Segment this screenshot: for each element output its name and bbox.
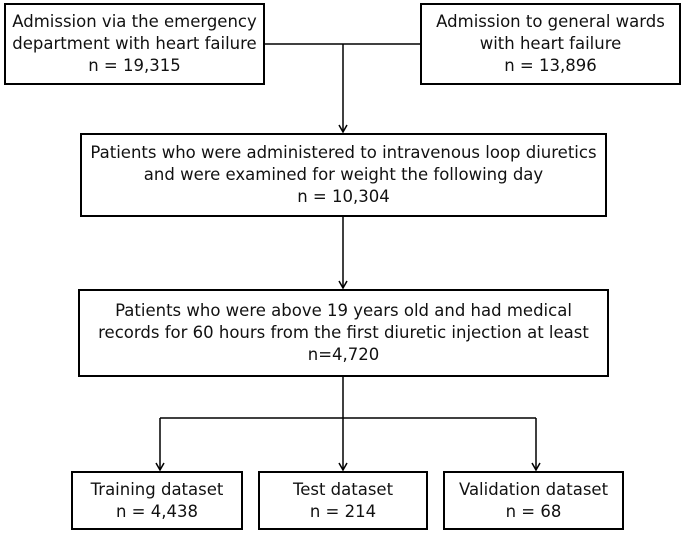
loop-diuretics-box: Patients who were administered to intrav…: [80, 133, 607, 217]
emergency-admission-count: n = 19,315: [88, 56, 181, 75]
test-dataset-label: Test dataset: [292, 479, 394, 499]
general-wards-line1: Admission to general wards: [436, 12, 665, 31]
loop-diuretics-line1: Patients who were administered to intrav…: [90, 143, 597, 162]
general-wards-line2: with heart failure: [479, 34, 622, 53]
emergency-admission-line1: Admission via the emergency: [12, 12, 257, 31]
loop-diuretics-line2: and were examined for weight the followi…: [143, 165, 544, 184]
general-wards-box: Admission to general wards with heart fa…: [420, 3, 681, 85]
test-dataset-count: n = 214: [309, 501, 377, 521]
test-dataset-box: Test dataset n = 214: [258, 471, 428, 530]
age-records-line1: Patients who were above 19 years old and…: [115, 301, 572, 320]
training-dataset-label: Training dataset: [90, 479, 224, 499]
emergency-admission-box: Admission via the emergency department w…: [4, 3, 265, 85]
age-records-count: n=4,720: [307, 345, 380, 364]
age-records-box: Patients who were above 19 years old and…: [78, 289, 609, 377]
general-wards-count: n = 13,896: [504, 56, 597, 75]
emergency-admission-line2: department with heart failure: [12, 34, 257, 53]
validation-dataset-count: n = 68: [505, 501, 562, 521]
training-dataset-count: n = 4,438: [115, 501, 198, 521]
validation-dataset-label: Validation dataset: [458, 479, 609, 499]
age-records-line2: records for 60 hours from the first diur…: [98, 323, 589, 342]
training-dataset-box: Training dataset n = 4,438: [71, 471, 243, 530]
validation-dataset-box: Validation dataset n = 68: [443, 471, 624, 530]
loop-diuretics-count: n = 10,304: [297, 187, 390, 206]
